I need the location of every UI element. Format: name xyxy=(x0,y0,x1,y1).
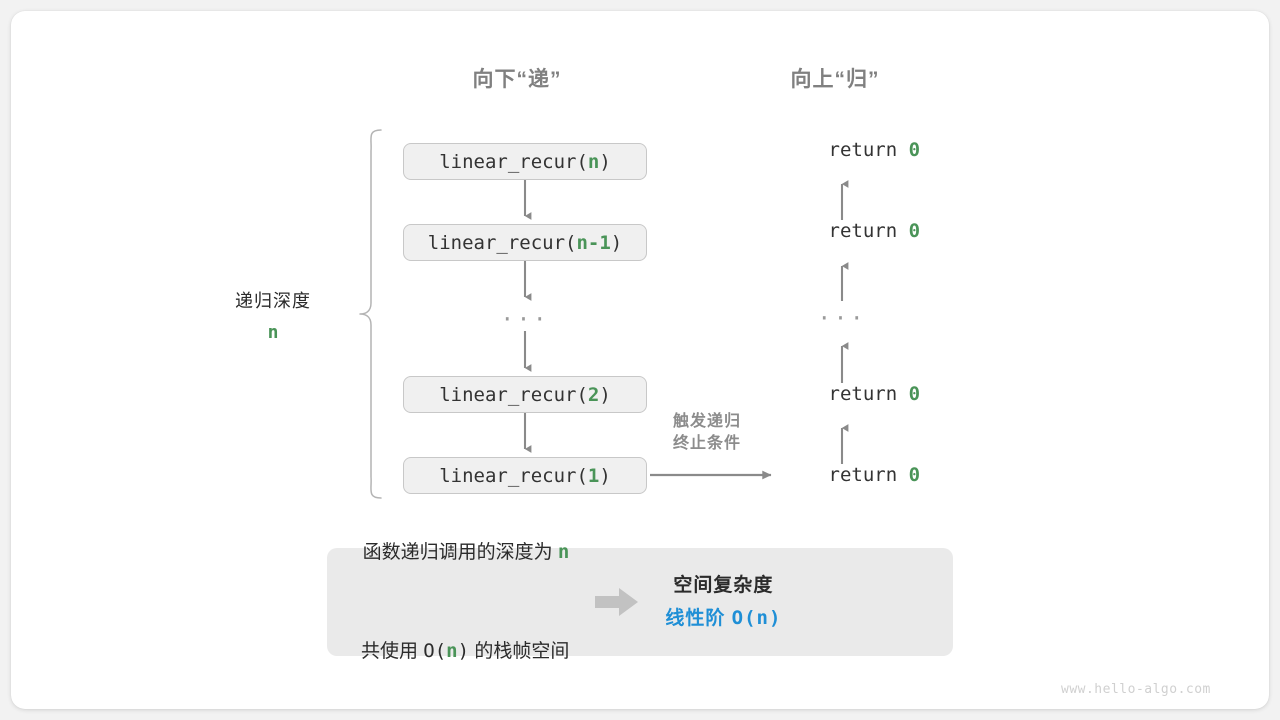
call-frame-box: linear_recur(n) xyxy=(403,143,647,180)
return-keyword: return xyxy=(828,383,909,405)
call-frame-arg: 2 xyxy=(587,383,600,406)
call-frame-suffix: ) xyxy=(610,231,623,254)
return-stack-ellipsis: ... xyxy=(817,300,867,326)
return-value: 0 xyxy=(908,464,921,486)
summary-arrow-wrap xyxy=(569,586,665,618)
return-label: return 0 xyxy=(760,442,921,508)
call-frame-arg: n xyxy=(587,150,600,173)
recursion-depth-text: 递归深度 xyxy=(235,291,311,311)
column-title-ascend: 向上“归” xyxy=(790,68,880,91)
call-frame-prefix: linear_recur( xyxy=(439,464,588,487)
call-frame-box: linear_recur(1) xyxy=(403,457,647,494)
summary-panel: 函数递归调用的深度为 n 共使用 O(n) 的栈帧空间 空间复杂度 线性阶 O(… xyxy=(327,541,953,662)
return-keyword: return xyxy=(828,139,909,161)
summary-left-line2: 共使用 O(n) 的栈帧空间 xyxy=(361,640,570,663)
recursion-depth-value: n xyxy=(267,322,279,343)
return-value: 0 xyxy=(908,220,921,242)
base-case-note: 触发递归 终止条件 xyxy=(673,411,741,454)
call-frame-prefix: linear_recur( xyxy=(427,231,577,254)
return-label: return 0 xyxy=(760,198,921,264)
return-value: 0 xyxy=(908,383,921,405)
call-frame-box: linear_recur(n-1) xyxy=(403,224,647,261)
call-frame-prefix: linear_recur( xyxy=(439,150,588,173)
return-value: 0 xyxy=(908,139,921,161)
recursion-depth-label: 递归深度 n xyxy=(235,287,311,343)
call-frame-box: linear_recur(2) xyxy=(403,376,647,413)
return-keyword: return xyxy=(828,464,909,486)
call-frame-arg: n-1 xyxy=(576,231,611,254)
column-title-descend: 向下“递” xyxy=(472,68,562,91)
summary-right-text: 空间复杂度 线性阶 O(n) xyxy=(665,569,781,636)
base-case-note-line1: 触发递归 xyxy=(672,413,742,430)
call-frame-prefix: linear_recur( xyxy=(439,383,588,406)
call-frame-suffix: ) xyxy=(599,150,611,173)
call-frame-arg: 1 xyxy=(587,464,600,487)
implies-arrow-icon xyxy=(595,588,639,616)
watermark: www.hello-algo.com xyxy=(1061,682,1211,697)
summary-left-text: 函数递归调用的深度为 n 共使用 O(n) 的栈帧空间 xyxy=(327,469,569,709)
call-frame-suffix: ) xyxy=(599,383,611,406)
return-label: return 0 xyxy=(760,361,921,427)
call-stack-ellipsis: ... xyxy=(500,301,550,327)
figure-card: 向下“递” 向上“归” 递归深度 n linear_recur(n) linea… xyxy=(11,11,1269,709)
base-case-note-line2: 终止条件 xyxy=(672,434,742,452)
space-complexity-value: 线性阶 O(n) xyxy=(665,607,782,629)
diagram-stage: 向下“递” 向上“归” 递归深度 n linear_recur(n) linea… xyxy=(11,11,1269,709)
recursion-depth-brace xyxy=(359,129,382,499)
return-label: return 0 xyxy=(760,117,921,183)
return-keyword: return xyxy=(828,220,909,242)
summary-left-line1: 函数递归调用的深度为 n xyxy=(362,540,570,563)
call-frame-suffix: ) xyxy=(599,464,611,487)
space-complexity-title: 空间复杂度 xyxy=(673,574,774,596)
